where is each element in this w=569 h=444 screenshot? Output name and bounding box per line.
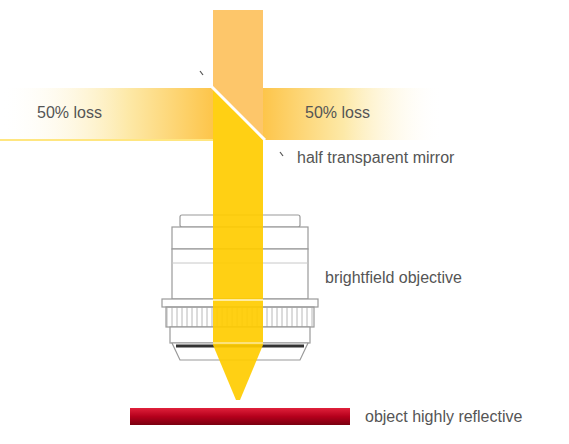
half-mirror	[211, 86, 265, 140]
reflective-object	[130, 408, 350, 425]
beam-edge	[0, 139, 213, 141]
focused-beam	[213, 88, 263, 400]
part-label: object highly reflective	[365, 407, 522, 426]
loss-beam-left	[0, 88, 213, 140]
loss-beam-right	[263, 88, 443, 140]
part-label: half transparent mirror	[297, 148, 454, 167]
leader-line	[200, 71, 203, 75]
loss-label: 50% loss	[305, 103, 370, 122]
loss-label: 50% loss	[37, 103, 102, 122]
leader-line	[280, 152, 283, 156]
part-label: brightfield objective	[325, 268, 462, 287]
